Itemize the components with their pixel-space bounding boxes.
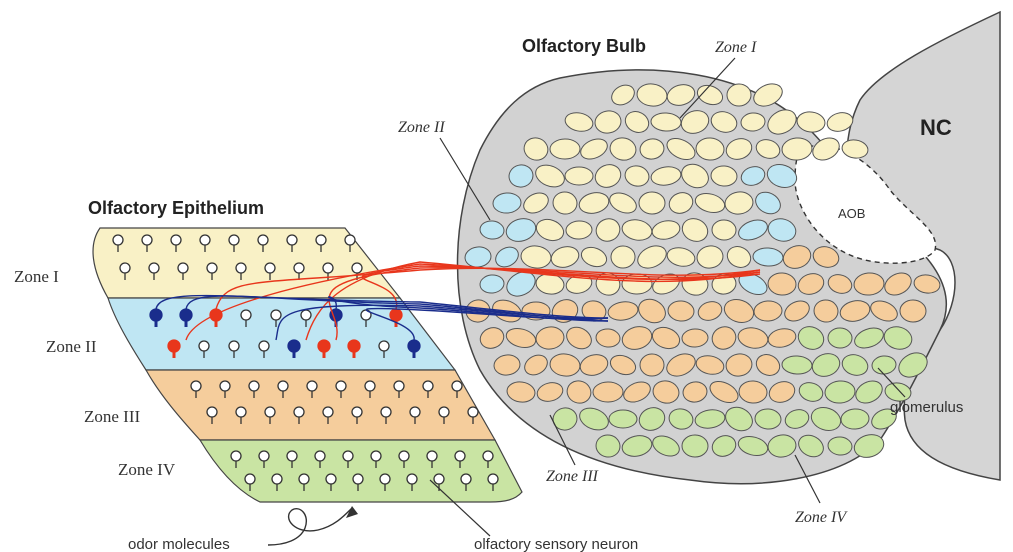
glomerulus bbox=[565, 167, 593, 185]
glomerulus bbox=[611, 246, 636, 269]
epithelium-zone3-band bbox=[146, 370, 495, 440]
epithelium-zone4-label: Zone IV bbox=[118, 460, 176, 479]
glomerulus bbox=[727, 84, 752, 107]
glomerulus bbox=[640, 354, 665, 377]
glomerulus bbox=[609, 410, 637, 428]
glomerulus bbox=[639, 192, 665, 214]
epithelium-zone3-label: Zone III bbox=[84, 407, 141, 426]
aob-label: AOB bbox=[838, 206, 865, 221]
bulb-zone3-label: Zone III bbox=[546, 468, 599, 485]
bulb-title: Olfactory Bulb bbox=[522, 36, 646, 56]
odor-molecule-squiggle bbox=[268, 508, 352, 545]
glomerulus bbox=[712, 220, 737, 241]
osn-label: olfactory sensory neuron bbox=[474, 536, 638, 552]
epithelium-zone4-band bbox=[200, 440, 522, 502]
odor-molecules-label: odor molecules bbox=[128, 536, 230, 552]
epithelium-zone1-label: Zone I bbox=[14, 267, 59, 286]
bulb-zone2-label: Zone II bbox=[398, 119, 445, 136]
epithelium-title: Olfactory Epithelium bbox=[88, 198, 264, 218]
nc-label: NC bbox=[920, 115, 952, 140]
glomerulus bbox=[682, 435, 708, 457]
bulb-zone1-label: Zone I bbox=[715, 39, 757, 56]
glomerulus bbox=[900, 300, 926, 322]
glomerulus-label: glomerulus bbox=[890, 399, 963, 416]
glomerulus bbox=[593, 382, 623, 403]
glomerulus bbox=[828, 328, 853, 349]
bulb-zone4-label: Zone IV bbox=[795, 509, 848, 526]
epithelium-zone2-label: Zone II bbox=[46, 337, 97, 356]
glomerulus bbox=[550, 139, 580, 160]
